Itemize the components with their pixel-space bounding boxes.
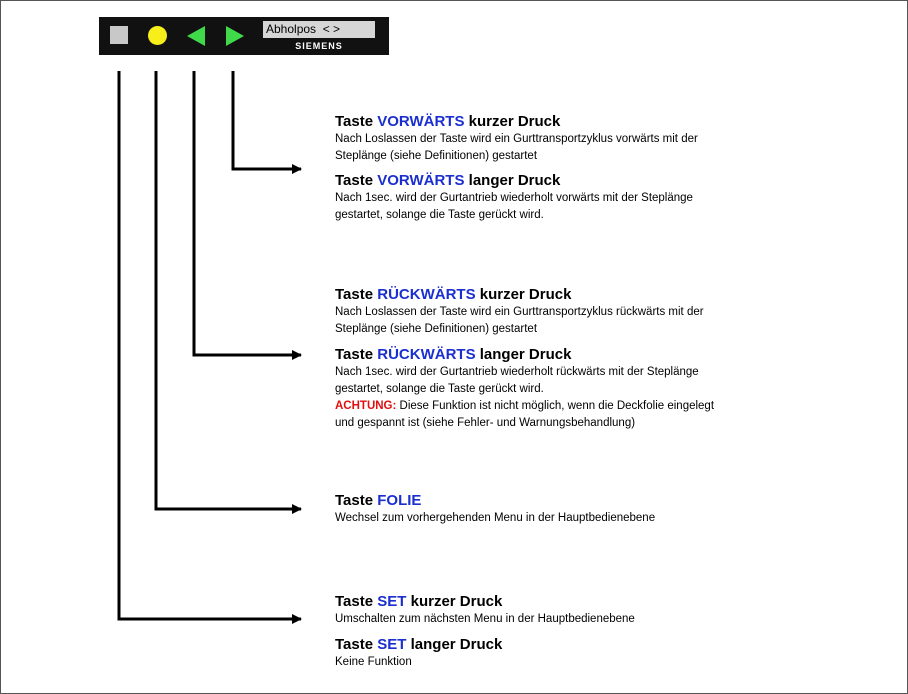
backward-short-heading: Taste RÜCKWÄRTS kurzer Druck bbox=[335, 285, 795, 304]
description-line: Umschalten zum nächsten Menu in der Haup… bbox=[335, 613, 635, 625]
heading-keyword: SET bbox=[377, 593, 407, 610]
folie-block: Taste FOLIE Wechsel zum vorhergehenden M… bbox=[335, 491, 795, 527]
description-line: Steplänge (siehe Definitionen) gestartet bbox=[335, 150, 538, 162]
folie-heading: Taste FOLIE bbox=[335, 491, 795, 510]
forward-short-block: Taste VORWÄRTS kurzer Druck Nach Loslass… bbox=[335, 112, 795, 165]
lcd-display: Abholpos < > bbox=[263, 21, 375, 38]
heading-keyword: VORWÄRTS bbox=[377, 113, 465, 130]
backward-long-block: Taste RÜCKWÄRTS langer Druck Nach 1sec. … bbox=[335, 345, 795, 432]
warning-line: ACHTUNG: Diese Funktion ist nicht möglic… bbox=[335, 398, 795, 415]
forward-long-block: Taste VORWÄRTS langer Druck Nach 1sec. w… bbox=[335, 171, 795, 224]
forward-long-heading: Taste VORWÄRTS langer Druck bbox=[335, 171, 795, 190]
heading-suffix: kurzer Druck bbox=[475, 286, 572, 303]
description-line: gestartet, solange die Taste gerückt wir… bbox=[335, 383, 544, 395]
backward-long-heading: Taste RÜCKWÄRTS langer Druck bbox=[335, 345, 795, 364]
folie-connector bbox=[154, 71, 302, 514]
folie-button[interactable] bbox=[148, 26, 167, 45]
heading-prefix: Taste bbox=[335, 593, 378, 610]
forward-arrow-button[interactable] bbox=[226, 26, 244, 46]
heading-prefix: Taste bbox=[335, 636, 378, 653]
heading-suffix: langer Druck bbox=[406, 636, 503, 653]
description-line: Nach 1sec. wird der Gurtantrieb wiederho… bbox=[335, 366, 699, 378]
heading-keyword: FOLIE bbox=[377, 492, 422, 509]
set-short-block: Taste SET kurzer Druck Umschalten zum nä… bbox=[335, 592, 795, 628]
heading-prefix: Taste bbox=[335, 113, 378, 130]
brand-logo: SIEMENS bbox=[295, 41, 343, 51]
set-long-block: Taste SET langer Druck Keine Funktion bbox=[335, 635, 795, 671]
backward-connector bbox=[192, 71, 302, 360]
description-line: Nach Loslassen der Taste wird ein Gurttr… bbox=[335, 306, 704, 318]
description-line: Steplänge (siehe Definitionen) gestartet bbox=[335, 323, 538, 335]
heading-keyword: RÜCKWÄRTS bbox=[377, 286, 476, 303]
description-line: Keine Funktion bbox=[335, 656, 412, 668]
set-long-heading: Taste SET langer Druck bbox=[335, 635, 795, 654]
warning-text-continued: und gespannt ist (siehe Fehler- und Warn… bbox=[335, 417, 636, 429]
warning-text: Diese Funktion ist nicht möglich, wenn d… bbox=[396, 400, 715, 412]
heading-suffix: langer Druck bbox=[475, 346, 572, 363]
heading-suffix: langer Druck bbox=[464, 172, 561, 189]
backward-short-block: Taste RÜCKWÄRTS kurzer Druck Nach Loslas… bbox=[335, 285, 795, 338]
heading-keyword: VORWÄRTS bbox=[377, 172, 465, 189]
heading-keyword: SET bbox=[377, 636, 407, 653]
heading-prefix: Taste bbox=[335, 172, 378, 189]
set-connector bbox=[117, 71, 302, 624]
heading-suffix: kurzer Druck bbox=[406, 593, 503, 610]
control-panel: Abholpos < > SIEMENS bbox=[99, 17, 389, 55]
warning-label: ACHTUNG: bbox=[335, 400, 397, 412]
description-line: Nach Loslassen der Taste wird ein Gurttr… bbox=[335, 133, 698, 145]
forward-connector bbox=[231, 71, 302, 174]
heading-prefix: Taste bbox=[335, 286, 378, 303]
set-short-heading: Taste SET kurzer Druck bbox=[335, 592, 795, 611]
backward-arrow-button[interactable] bbox=[187, 26, 205, 46]
description-line: Nach 1sec. wird der Gurtantrieb wiederho… bbox=[335, 192, 693, 204]
heading-suffix: kurzer Druck bbox=[464, 113, 561, 130]
heading-keyword: RÜCKWÄRTS bbox=[377, 346, 476, 363]
heading-prefix: Taste bbox=[335, 346, 378, 363]
forward-short-heading: Taste VORWÄRTS kurzer Druck bbox=[335, 112, 795, 131]
description-line: Wechsel zum vorhergehenden Menu in der H… bbox=[335, 512, 656, 524]
heading-prefix: Taste bbox=[335, 492, 378, 509]
description-line: gestartet, solange die Taste gerückt wir… bbox=[335, 209, 544, 221]
set-button[interactable] bbox=[110, 26, 128, 44]
